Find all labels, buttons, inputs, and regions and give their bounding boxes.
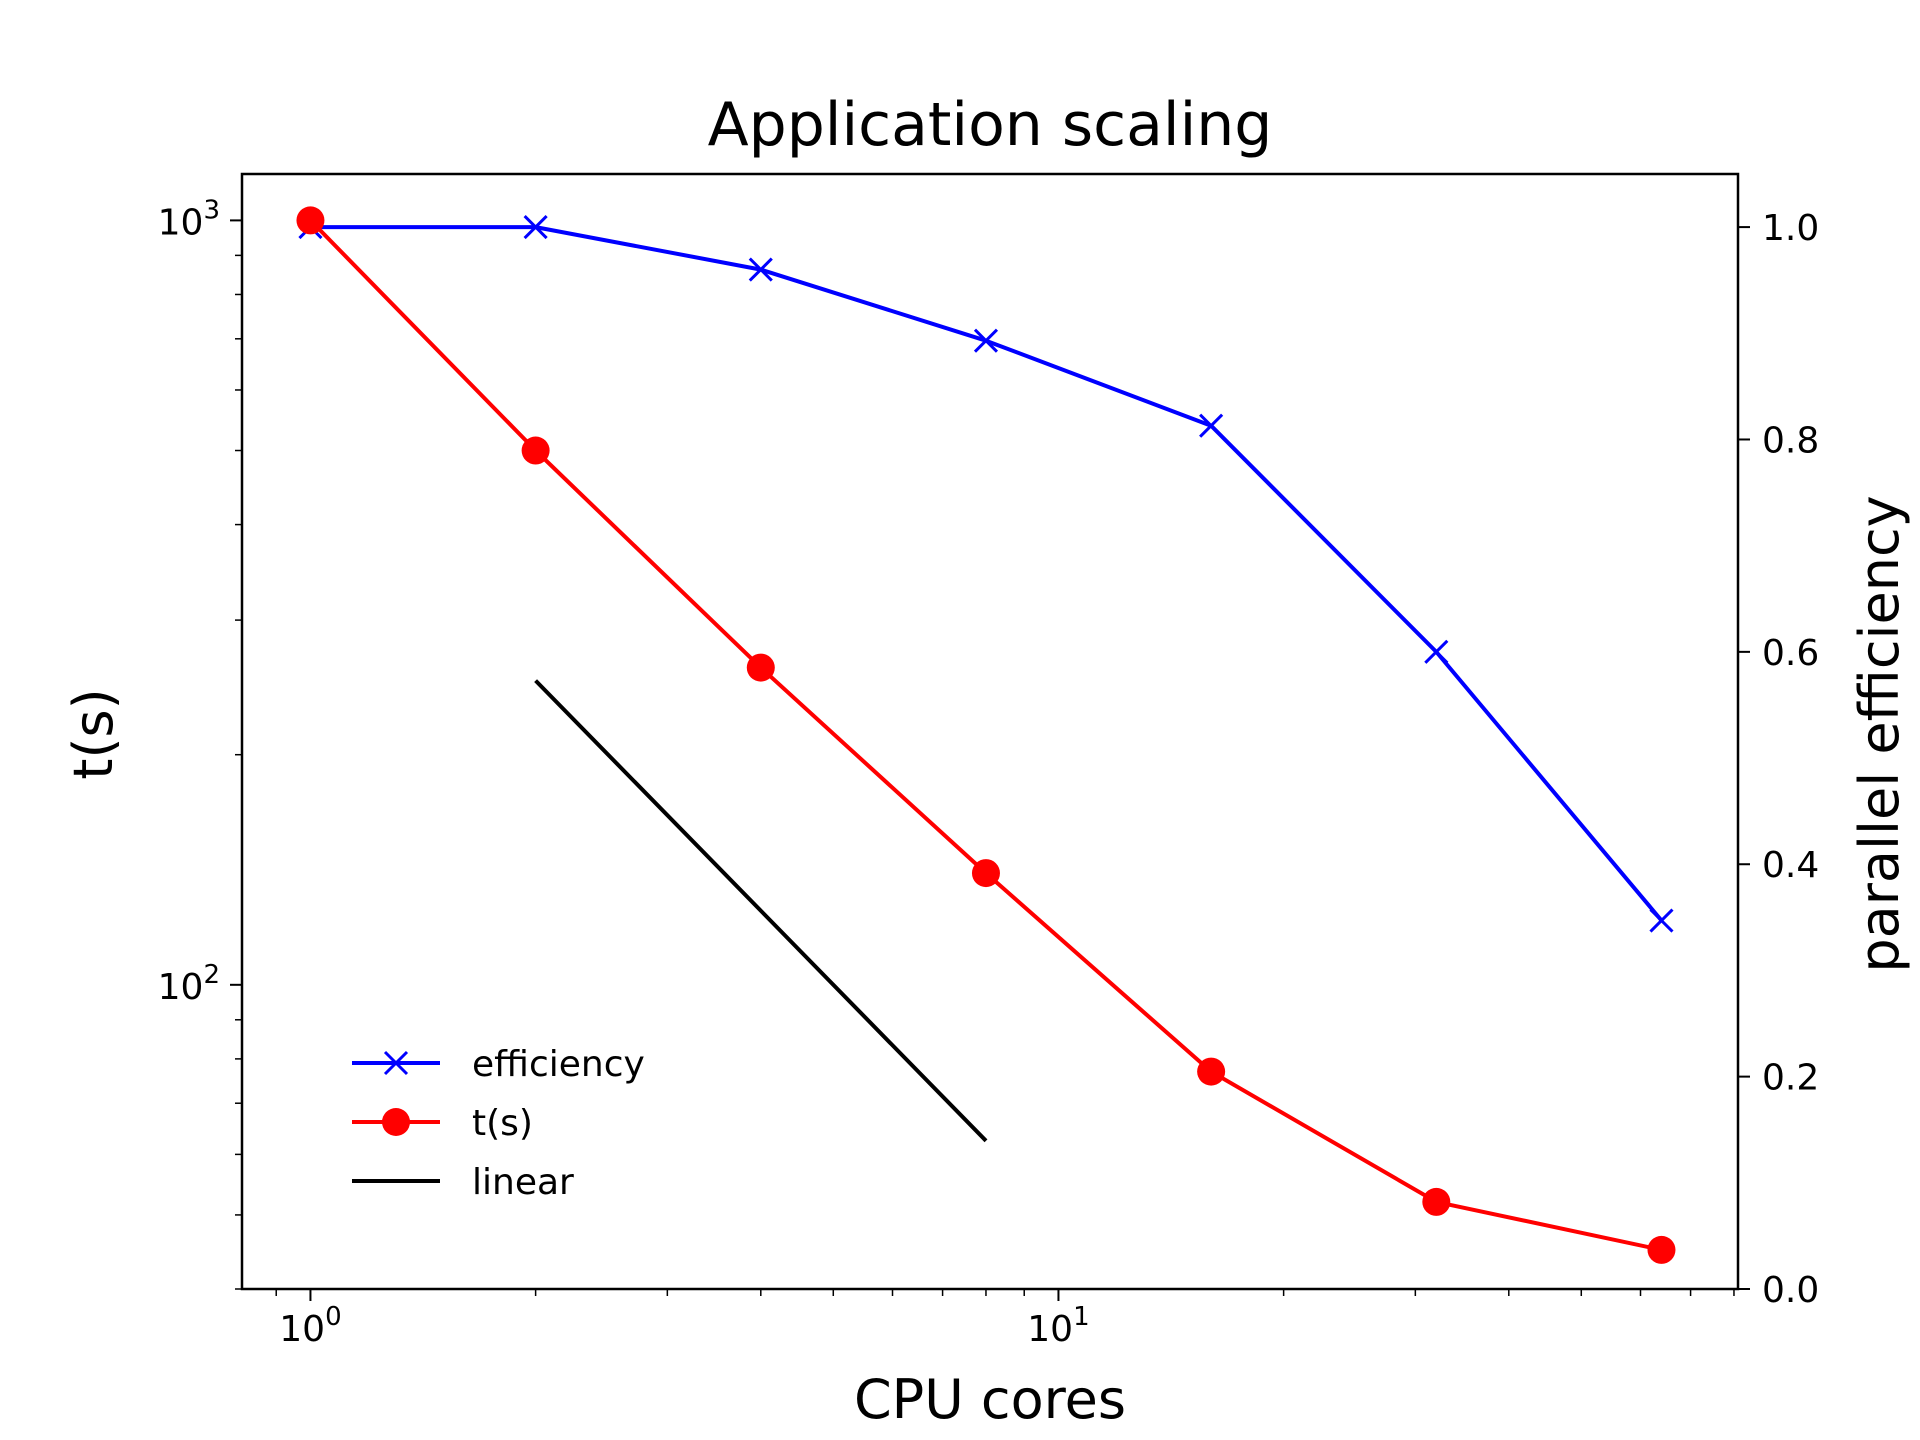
axis-ticks: 100 101 102 103 0.0 0.2 0.4 0.6 0.8 1.0 [158, 195, 1820, 1350]
y-right-tick-label: 1.0 [1762, 208, 1819, 249]
y-right-tick-label: 0.0 [1762, 1270, 1819, 1311]
data-point-efficiency [973, 328, 999, 353]
data-point-efficiency [748, 257, 773, 282]
legend-label: linear [472, 1162, 574, 1203]
y-left-tick-label: 103 [158, 195, 220, 243]
x-axis-label: CPU cores [854, 1368, 1126, 1431]
data-point-ts [296, 206, 325, 235]
y-axis-right-label: parallel efficiency [1848, 495, 1911, 972]
data-point-efficiency [1649, 908, 1674, 933]
data-point-efficiency [523, 215, 548, 240]
data-point-ts [1647, 1235, 1676, 1264]
x-tick-label: 100 [279, 1302, 341, 1350]
y-right-tick-label: 0.6 [1762, 633, 1819, 674]
y-left-tick-label: 102 [158, 960, 220, 1008]
plot-frame [240, 172, 1740, 1291]
y-right-tick-label: 0.8 [1762, 420, 1819, 461]
legend-entry-efficiency: efficiency [352, 1044, 645, 1085]
data-point-efficiency [1199, 413, 1224, 438]
data-point-ts [971, 859, 1000, 888]
chart-title: Application scaling [708, 90, 1273, 160]
data-point-efficiency [1424, 639, 1449, 664]
legend-marker [383, 1050, 409, 1076]
series-markers [296, 206, 1676, 1264]
x-tick-label: 101 [1027, 1302, 1089, 1350]
legend-label: efficiency [472, 1044, 645, 1085]
data-point-ts [1422, 1187, 1451, 1216]
y-axis-left-label: t(s) [62, 688, 125, 779]
legend-entry-ts: t(s) [352, 1103, 533, 1144]
y-right-tick-label: 0.2 [1762, 1058, 1819, 1099]
legend-entry-linear: linear [352, 1162, 574, 1203]
series-line-linear [534, 679, 988, 1143]
data-point-ts [1197, 1057, 1226, 1086]
legend-marker [382, 1108, 410, 1136]
data-point-ts [521, 436, 550, 465]
data-point-ts [746, 653, 775, 682]
y-right-tick-label: 0.4 [1762, 845, 1819, 886]
legend-label: t(s) [472, 1103, 533, 1144]
legend: efficiency t(s) linear [352, 1044, 645, 1203]
